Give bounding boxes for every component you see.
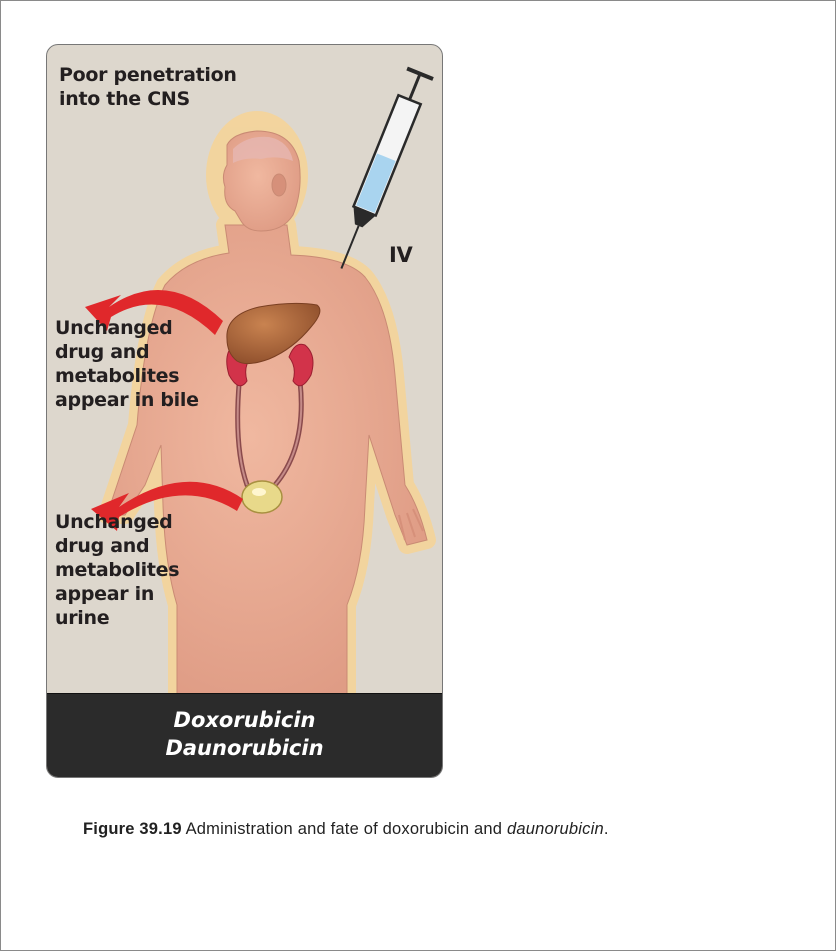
figure-panel: Poor penetration into the CNS IV Unchang…	[46, 44, 443, 778]
route-label: IV	[389, 243, 412, 267]
bladder-icon	[242, 481, 282, 513]
drug-name-daunorubicin: Daunorubicin	[47, 734, 442, 762]
drug-name-doxorubicin: Doxorubicin	[47, 706, 442, 734]
urine-label: Unchanged drug and metabolites appear in…	[55, 510, 179, 630]
bile-label: Unchanged drug and metabolites appear in…	[55, 316, 199, 412]
figure-number: Figure 39.19	[83, 820, 182, 838]
figure-caption: Figure 39.19 Administration and fate of …	[83, 820, 609, 839]
syringe-icon	[328, 69, 433, 274]
cns-label: Poor penetration into the CNS	[59, 63, 237, 111]
caption-italic-term: daunorubicin	[507, 820, 604, 838]
caption-text: Administration and fate of doxorubicin a…	[182, 820, 507, 838]
drug-name-banner: Doxorubicin Daunorubicin	[47, 693, 442, 778]
caption-end: .	[604, 820, 609, 838]
